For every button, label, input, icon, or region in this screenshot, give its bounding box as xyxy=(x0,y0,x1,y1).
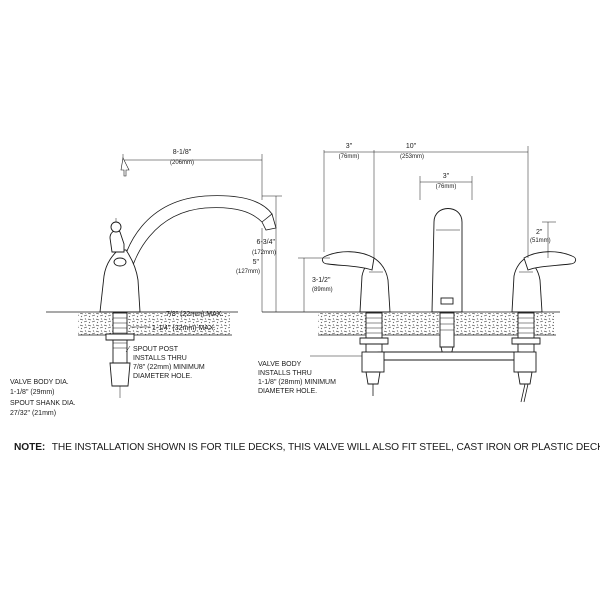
note-text: THE INSTALLATION SHOWN IS FOR TILE DECKS… xyxy=(51,442,600,453)
callout-valve-body-installs: VALVE BODY INSTALLS THRU 1-1/8" (28mm) M… xyxy=(258,355,362,395)
svg-text:2": 2" xyxy=(536,229,543,236)
svg-text:(172mm): (172mm) xyxy=(252,250,276,256)
callout-valve-body-dia: VALVE BODY DIA. 1-1/8" (29mm) SPOUT SHAN… xyxy=(10,379,76,417)
installation-note: NOTE: THE INSTALLATION SHOWN IS FOR TILE… xyxy=(14,442,600,453)
svg-text:3-1/2": 3-1/2" xyxy=(312,277,331,284)
svg-text:(206mm): (206mm) xyxy=(170,160,194,166)
dimension-spout-offset: 3" (76mm) xyxy=(419,173,473,200)
dimension-right-handle-height: 2" (51mm) xyxy=(530,221,556,258)
dimension-reach: 8-1/8" (206mm) xyxy=(120,149,263,200)
dimension-handle-height: 3-1/2" (89mm) xyxy=(298,257,333,312)
svg-text:3": 3" xyxy=(346,143,353,150)
svg-text:(76mm): (76mm) xyxy=(436,184,457,190)
cursor-arrow-icon xyxy=(120,157,130,177)
deck-right xyxy=(262,311,560,336)
callout-spout-post: SPOUT POST INSTALLS THRU 7/8" (22mm) MIN… xyxy=(125,345,205,380)
svg-text:5": 5" xyxy=(253,259,260,266)
svg-text:SPOUT SHANK DIA.: SPOUT SHANK DIA. xyxy=(10,400,76,407)
svg-text:INSTALLS THRU: INSTALLS THRU xyxy=(133,355,187,362)
svg-text:27/32" (21mm): 27/32" (21mm) xyxy=(10,410,56,417)
svg-text:(253mm): (253mm) xyxy=(400,154,424,160)
svg-text:8-1/8": 8-1/8" xyxy=(173,149,192,156)
dimension-overall-width: 10" (253mm) xyxy=(374,143,529,258)
svg-text:INSTALLS THRU: INSTALLS THRU xyxy=(258,370,312,377)
front-view-faucet xyxy=(321,208,577,313)
note-label: NOTE: xyxy=(14,442,46,453)
svg-text:7/8" (22mm) MAX.: 7/8" (22mm) MAX. xyxy=(166,311,223,318)
svg-text:(127mm): (127mm) xyxy=(236,269,260,275)
svg-text:(89mm): (89mm) xyxy=(312,287,333,293)
svg-text:DIAMETER HOLE.: DIAMETER HOLE. xyxy=(258,388,317,395)
svg-text:1-1/8" (29mm): 1-1/8" (29mm) xyxy=(10,389,55,396)
dimension-handle-offset: 3" (76mm) xyxy=(323,143,375,258)
side-view-faucet xyxy=(99,195,277,398)
svg-text:1-1/8" (28mm) MINIMUM: 1-1/8" (28mm) MINIMUM xyxy=(258,379,336,386)
svg-text:10": 10" xyxy=(406,143,417,150)
svg-text:VALVE BODY DIA.: VALVE BODY DIA. xyxy=(10,379,69,386)
svg-text:1-1/4" (32mm) MAX.: 1-1/4" (32mm) MAX. xyxy=(152,325,216,332)
svg-text:VALVE BODY: VALVE BODY xyxy=(258,361,302,368)
dimension-deck-thickness: 7/8" (22mm) MAX. 1-1/4" (32mm) MAX. xyxy=(130,311,223,332)
svg-text:3": 3" xyxy=(443,173,450,180)
svg-text:6-3/4": 6-3/4" xyxy=(257,239,276,246)
dimension-height: 6-3/4" (172mm) 5" (127mm) xyxy=(236,195,282,312)
svg-text:(51mm): (51mm) xyxy=(530,238,551,244)
svg-text:7/8" (22mm) MINIMUM: 7/8" (22mm) MINIMUM xyxy=(133,364,205,371)
svg-text:SPOUT POST: SPOUT POST xyxy=(133,346,179,353)
svg-text:DIAMETER HOLE.: DIAMETER HOLE. xyxy=(133,373,192,380)
svg-text:(76mm): (76mm) xyxy=(339,154,360,160)
under-deck-plumbing xyxy=(359,312,541,403)
